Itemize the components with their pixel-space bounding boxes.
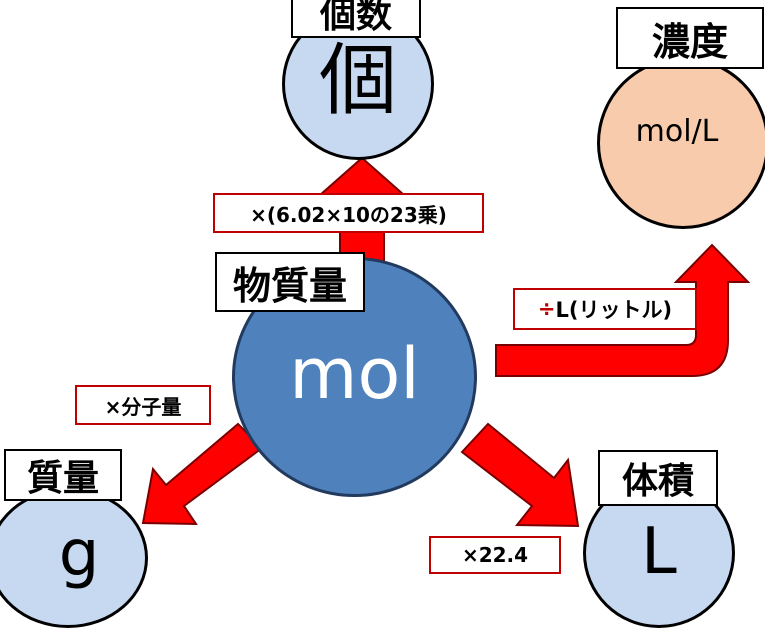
concentration-circle: mol/L [597,57,765,229]
mass-operation: ×分子量 [75,385,211,425]
mass-unit: g [58,517,100,591]
arrows-layer [141,156,751,528]
concentration-unit: mol/L [635,114,719,149]
volume-unit: L [641,515,677,589]
amount-title: 物質量 [215,252,365,312]
concentration-operation: ÷L(リットル) [513,288,697,330]
liter-label: L(リットル) [555,298,673,322]
arrow-to-volume [460,422,580,528]
amount-unit: mol [289,333,420,415]
arrow-to-concentration [495,243,751,377]
concentration-title: 濃度 [616,7,764,69]
count-operation: ×(6.02×10の23乗) [213,193,484,233]
mass-title: 質量 [4,449,122,501]
count-unit: 個 [318,36,397,126]
divide-symbol: ÷ [537,297,556,321]
volume-title: 体積 [598,450,718,506]
volume-operation: ×22.4 [429,536,561,574]
arrow-to-mass [141,422,264,526]
mass-circle: g [0,488,148,628]
count-title: 個数 [291,0,421,38]
